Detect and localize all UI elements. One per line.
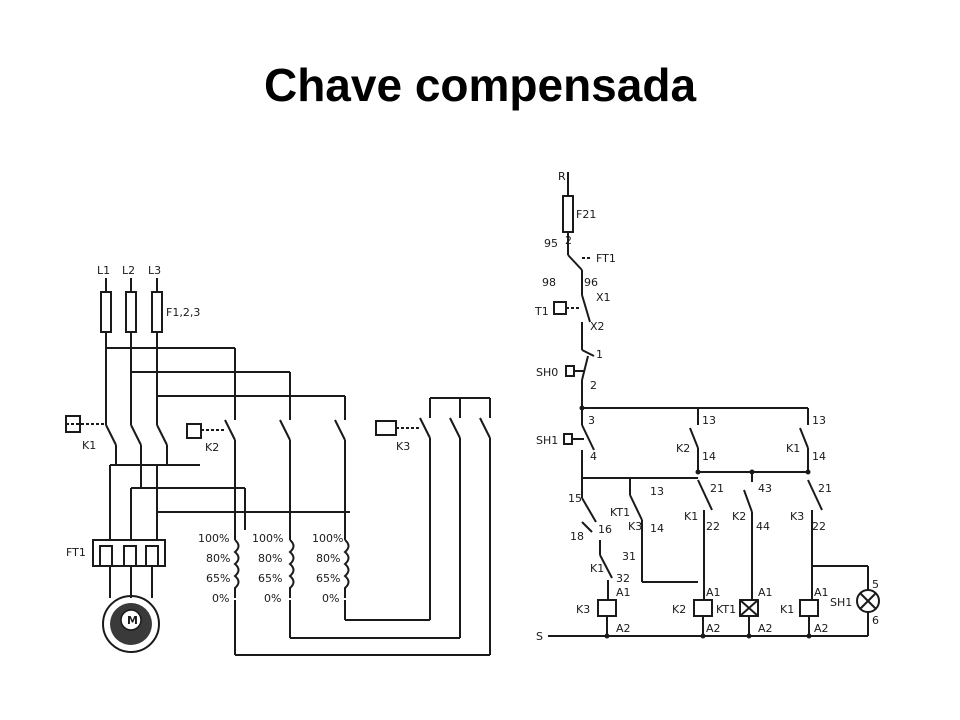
k3-coil-a1: A1 bbox=[616, 586, 631, 599]
power-circuit: L1 L2 L3 F1,2,3 K1 bbox=[65, 264, 491, 656]
node-x2: X2 bbox=[590, 320, 605, 333]
fuse-l3 bbox=[151, 291, 163, 333]
tap-0-1: 0% bbox=[212, 592, 229, 605]
supply-s-label: S bbox=[536, 630, 543, 643]
thermostat bbox=[553, 301, 567, 315]
node-18: 18 bbox=[570, 530, 584, 543]
line-label-l2: L2 bbox=[122, 264, 135, 277]
overload-label: FT1 bbox=[66, 546, 86, 559]
node-95: 95 bbox=[544, 237, 558, 250]
k2-no-43: 43 bbox=[758, 482, 772, 495]
timer-contact-label: KT1 bbox=[610, 506, 630, 519]
k3-coil-a2: A2 bbox=[616, 622, 631, 635]
k1-aux-14: 14 bbox=[812, 450, 826, 463]
k2-coil-a1: A1 bbox=[706, 586, 721, 599]
k1-label: K1 bbox=[82, 439, 96, 452]
tap-80-3: 80% bbox=[316, 552, 340, 565]
fuse-l2 bbox=[125, 291, 137, 333]
k1-coil-a2: A2 bbox=[814, 622, 829, 635]
kt1-coil-a1: A1 bbox=[758, 586, 773, 599]
k1-nc-21: 21 bbox=[710, 482, 724, 495]
fuse-l1 bbox=[100, 291, 112, 333]
motor bbox=[102, 595, 160, 653]
k1-nc-label-b: K1 bbox=[684, 510, 698, 523]
k3-coil-label: K3 bbox=[576, 603, 590, 616]
stop-button-label: SH0 bbox=[536, 366, 558, 379]
tap-80-1: 80% bbox=[206, 552, 230, 565]
node-3: 3 bbox=[588, 414, 595, 427]
k2-no-44: 44 bbox=[756, 520, 770, 533]
k2-coil-label: K2 bbox=[672, 603, 686, 616]
fuse-label: F1,2,3 bbox=[166, 306, 200, 319]
k2-coil bbox=[693, 599, 713, 617]
node-96: 96 bbox=[584, 276, 598, 289]
node-16: 16 bbox=[598, 523, 612, 536]
motor-label: M bbox=[127, 614, 138, 627]
kt1-coil-label: KT1 bbox=[716, 603, 736, 616]
thermostat-label: T1 bbox=[534, 305, 549, 318]
ft1-contact-label: FT1 bbox=[596, 252, 616, 265]
k3-aux-14: 14 bbox=[650, 522, 664, 535]
k1-coil-a1: A1 bbox=[814, 586, 829, 599]
tap-65-3: 65% bbox=[316, 572, 340, 585]
lamp-label: SH1 bbox=[830, 596, 852, 609]
k1-nc-label: K1 bbox=[590, 562, 604, 575]
node-4: 4 bbox=[590, 450, 597, 463]
start-button-label: SH1 bbox=[536, 434, 558, 447]
node-15: 15 bbox=[568, 492, 582, 505]
node-32: 32 bbox=[616, 572, 630, 585]
tap-100-3: 100% bbox=[312, 532, 343, 545]
supply-r-label: R bbox=[558, 170, 566, 183]
slide-title: Chave compensada bbox=[263, 59, 697, 111]
line-label-l1: L1 bbox=[97, 264, 110, 277]
node-98: 98 bbox=[542, 276, 556, 289]
k1-coil bbox=[799, 599, 819, 617]
autotransformer: 100% 80% 65% 0% 100% 80% 65% 0% 100% 80%… bbox=[198, 532, 350, 605]
tap-100-2: 100% bbox=[252, 532, 283, 545]
k1-aux-13: 13 bbox=[812, 414, 826, 427]
tap-65-1: 65% bbox=[206, 572, 230, 585]
k2-actuator bbox=[186, 423, 202, 439]
start-button bbox=[563, 433, 573, 445]
lamp-node-6: 6 bbox=[872, 614, 879, 627]
stop-button bbox=[565, 365, 575, 377]
k1-coil-label: K1 bbox=[780, 603, 794, 616]
tap-100-1: 100% bbox=[198, 532, 229, 545]
tap-65-2: 65% bbox=[258, 572, 282, 585]
k3-nc-label: K3 bbox=[790, 510, 804, 523]
k2-no-label: K2 bbox=[732, 510, 746, 523]
node-x1: X1 bbox=[596, 291, 611, 304]
k3-nc-21: 21 bbox=[818, 482, 832, 495]
lamp-node-5: 5 bbox=[872, 578, 879, 591]
node-31: 31 bbox=[622, 550, 636, 563]
node-1: 1 bbox=[596, 348, 603, 361]
k2-aux-label: K2 bbox=[676, 442, 690, 455]
tap-0-2: 0% bbox=[264, 592, 281, 605]
control-fuse bbox=[562, 195, 574, 233]
k3-nc-22: 22 bbox=[812, 520, 826, 533]
kt1-coil-a2: A2 bbox=[758, 622, 773, 635]
k3-aux-label: K3 bbox=[628, 520, 642, 533]
overload-relay bbox=[92, 539, 166, 567]
k3-coil bbox=[597, 599, 617, 617]
k1-nc-22: 22 bbox=[706, 520, 720, 533]
k3-label: K3 bbox=[396, 440, 410, 453]
control-fuse-label: F21 bbox=[576, 208, 596, 221]
k2-coil-a2: A2 bbox=[706, 622, 721, 635]
tap-0-3: 0% bbox=[322, 592, 339, 605]
k2-aux-14: 14 bbox=[702, 450, 716, 463]
control-circuit: R F21 2 95 FT1 98 96 T1 X1 X2 SH0 1 2 3 bbox=[534, 170, 880, 643]
k3-actuator bbox=[375, 420, 397, 436]
tap-80-2: 80% bbox=[258, 552, 282, 565]
node-2: 2 bbox=[590, 379, 597, 392]
k2-aux-13: 13 bbox=[702, 414, 716, 427]
line-label-l3: L3 bbox=[148, 264, 161, 277]
k3-aux-13: 13 bbox=[650, 485, 664, 498]
k1-aux-label: K1 bbox=[786, 442, 800, 455]
k2-label: K2 bbox=[205, 441, 219, 454]
